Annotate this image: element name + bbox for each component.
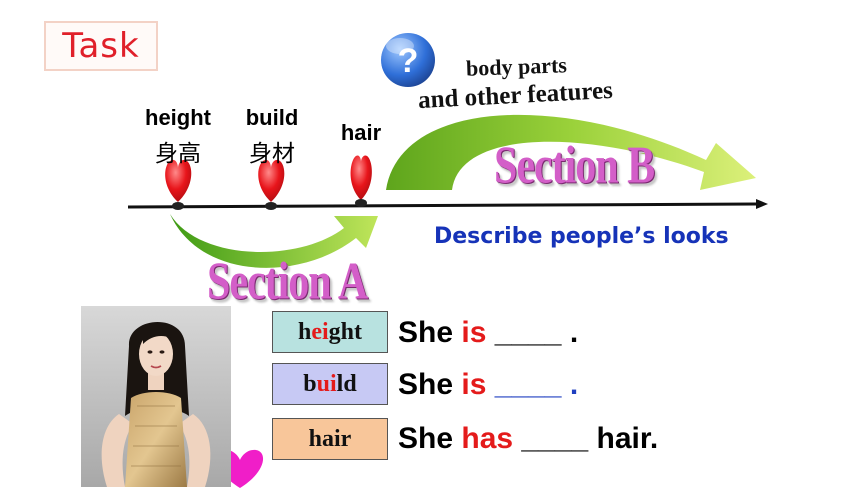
label-height-cn: 身高 [155, 141, 201, 167]
section-b-arrow [386, 114, 756, 190]
body-parts-text: body parts [465, 52, 568, 81]
label-build: build [245, 105, 299, 130]
word-height-pre: h [297, 318, 312, 345]
sentence-end: hair. [596, 422, 659, 455]
sentence-blank[interactable]: ____ [494, 368, 562, 401]
woman-photo [81, 306, 231, 487]
section-a-title: Section A [207, 253, 368, 311]
question-mark-icon: ? [381, 33, 435, 87]
sentence-hair: She has ____ hair. [398, 422, 658, 456]
task-label: Task [62, 26, 140, 66]
svg-text:?: ? [398, 42, 419, 80]
sentence-verb: is [461, 368, 487, 401]
sentence-verb: is [461, 316, 487, 349]
word-build-pre: b [303, 370, 317, 397]
word-height-mid: ei [311, 318, 329, 345]
word-height-post: ght [328, 318, 363, 345]
heart-marker-build [258, 159, 285, 210]
word-hair: hair [308, 425, 352, 452]
timeline-arrowhead [756, 199, 768, 209]
sentence-build: She is ____ . [398, 368, 578, 402]
describe-text: Describe people’s looks [434, 224, 729, 249]
sentence-end: . [569, 316, 579, 349]
label-height: height [145, 105, 211, 130]
sentence-subject: She [398, 422, 454, 455]
heart-marker-hair [350, 155, 372, 207]
task-box: Task [44, 21, 158, 71]
word-build-post: ld [336, 370, 357, 397]
label-hair: hair [340, 120, 382, 145]
sentence-subject: She [398, 316, 454, 349]
sentence-subject: She [398, 368, 454, 401]
label-build-cn: 身材 [249, 141, 295, 167]
sentence-verb: has [461, 422, 514, 455]
sentence-end: . [569, 368, 579, 401]
sentence-blank[interactable]: ____ [521, 422, 589, 455]
section-a-arrow [170, 214, 378, 268]
word-box-hair: hair [272, 418, 388, 460]
sentence-blank[interactable]: ____ [494, 316, 562, 349]
sentence-height: She is ____ . [398, 316, 578, 350]
section-b-title: Section B [494, 137, 655, 195]
heart-marker-height [165, 159, 192, 210]
word-build-mid: ui [316, 370, 337, 397]
